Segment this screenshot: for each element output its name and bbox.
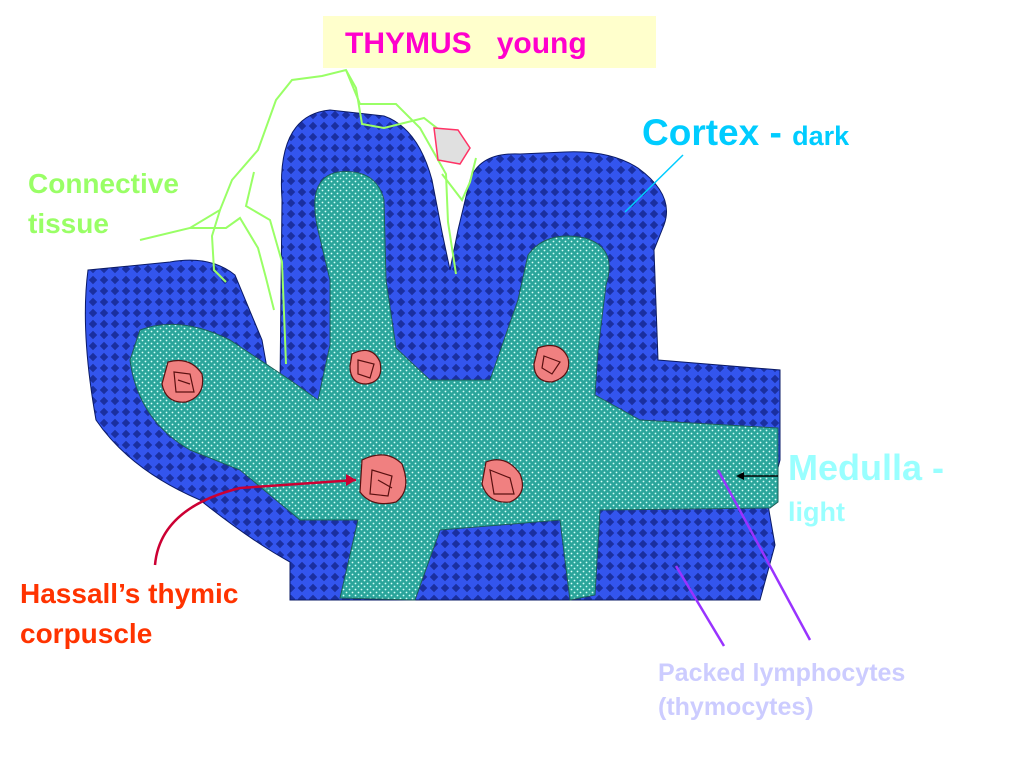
corpuscle <box>349 349 382 385</box>
medulla-region <box>129 171 779 601</box>
connective-tissue-strands <box>139 68 477 365</box>
cortex-label: Cortex - dark <box>642 112 849 154</box>
packed-pointer-2 <box>674 565 726 647</box>
cortex-label-text: Cortex - <box>642 112 782 153</box>
grey-fragment <box>433 127 471 165</box>
hassall-label: Hassall’s thymic corpuscle <box>20 574 238 654</box>
hassall-line2: corpuscle <box>20 618 153 649</box>
medulla-line2: light <box>788 497 845 527</box>
title-box <box>323 16 656 68</box>
medulla-label: Medulla - light <box>788 446 944 534</box>
title-sub: young <box>496 27 587 60</box>
connective-line1: Connective <box>28 168 179 199</box>
corpuscle <box>533 345 570 383</box>
cortex-label-sub: dark <box>792 121 850 151</box>
cortex-pointer <box>624 154 684 213</box>
packed-line1: Packed lymphocytes <box>658 659 906 687</box>
medulla-line1: Medulla - <box>788 447 945 488</box>
connective-line2: tissue <box>28 208 109 239</box>
hassall-line1: Hassall’s thymic <box>20 578 239 609</box>
hassall-pointer <box>153 478 357 566</box>
corpuscle <box>481 459 523 503</box>
hassall-arrowhead <box>346 474 356 486</box>
corpuscle <box>359 454 407 505</box>
title-main: THYMUS <box>345 27 472 60</box>
packed-lymphocytes-label: Packed lymphocytes (thymocytes) <box>658 656 905 724</box>
connective-tissue-label: Connective tissue <box>28 164 179 244</box>
diagram-title: THYMUS young <box>345 27 587 61</box>
medulla-arrowhead <box>736 472 744 480</box>
hassall-corpuscles <box>161 345 570 505</box>
packed-line2: (thymocytes) <box>658 693 814 721</box>
packed-pointer-1 <box>716 469 812 641</box>
corpuscle <box>161 359 204 403</box>
